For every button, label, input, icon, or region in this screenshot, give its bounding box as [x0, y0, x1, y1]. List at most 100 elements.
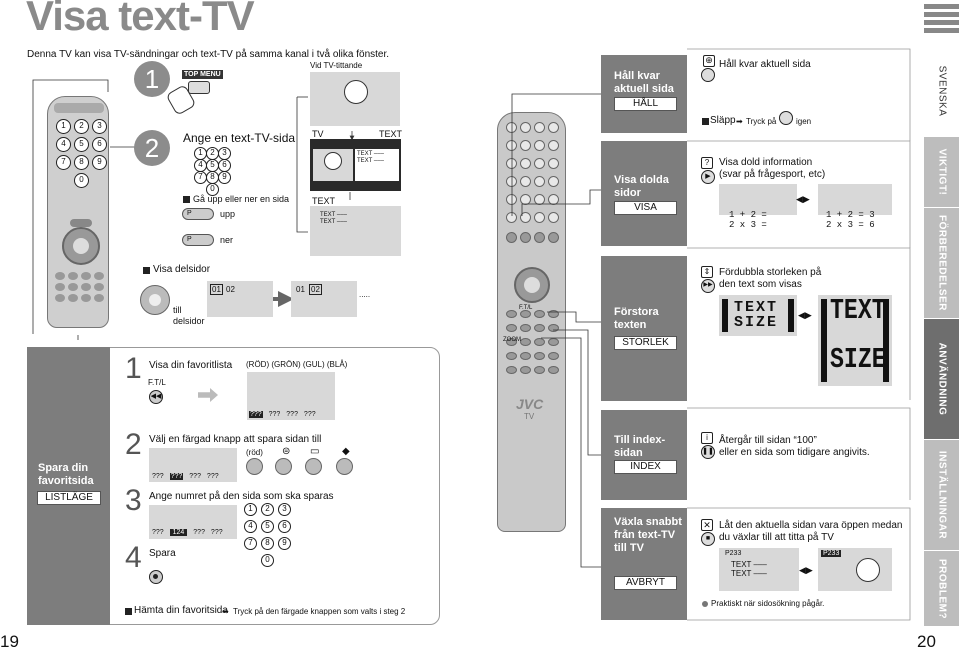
size-toggle-arrow: ◀▶	[798, 310, 812, 320]
feature-title-line: sidor	[614, 187, 641, 199]
remote-right-zoom: ZOOM	[503, 337, 521, 343]
tab-problem[interactable]: PROBLEM?	[924, 551, 959, 626]
hold-icon: ⊕	[703, 55, 715, 67]
size-text-1: Fördubbla storleken på	[719, 267, 822, 278]
remote-right-button	[534, 122, 545, 133]
size-large-screen: TEXT SIZE	[818, 295, 892, 386]
remote-right-button	[534, 140, 545, 151]
remote-right-button	[506, 324, 517, 332]
feature-title-line: från text-TV	[614, 529, 676, 541]
index-button-icon: ❚❚	[701, 445, 715, 459]
red-button	[246, 458, 263, 475]
feature-box-label: AVBRYT	[614, 576, 677, 590]
page-title: Visa text-TV	[26, 0, 255, 39]
remote-right-button	[506, 310, 517, 318]
quiz-hidden-screen: 1 + 2 =2 x 3 =	[719, 184, 797, 230]
feature-title-line: Visa dolda	[614, 174, 669, 186]
remote-right-button	[534, 194, 545, 205]
cancel-text-2: du växlar till att titta på TV	[719, 532, 834, 543]
remote-right-button	[520, 338, 531, 346]
remote-right-button	[506, 352, 517, 360]
remote-right-button	[548, 140, 559, 151]
feature-title-line: Håll kvar	[614, 70, 660, 82]
delsidor-label: delsidor	[173, 316, 205, 326]
remote-right-button	[520, 158, 531, 169]
hold-button-icon	[701, 68, 715, 82]
split-screen-text-half: TEXT –––TEXT –––	[355, 149, 399, 181]
remote-right-button	[506, 176, 517, 187]
cancel-screen-tv: P233	[818, 548, 892, 591]
subpage-1-next: 02	[226, 285, 235, 294]
key-9: 9	[218, 171, 231, 184]
intro-text: Denna TV kan visa TV-sändningar och text…	[27, 49, 390, 60]
ange-text-tv-sida: Ange en text-TV-sida	[183, 131, 296, 145]
header-stripes	[924, 4, 959, 40]
remote-right-button	[520, 324, 531, 332]
index-icon: i	[701, 432, 713, 444]
remote-right-button	[506, 366, 517, 374]
remote-right-button	[534, 212, 545, 223]
remote-key-6: 6	[92, 137, 107, 152]
key-0: 0	[261, 554, 274, 567]
release-button-icon	[779, 111, 793, 125]
tab-installningar[interactable]: INSTÄLLNINGAR	[924, 440, 959, 550]
remote-key-3: 3	[92, 119, 107, 134]
text-label-2: TEXT	[312, 196, 336, 206]
save-button-icon	[149, 570, 163, 584]
remote-key-5: 5	[74, 137, 89, 152]
spara-step1-text: Visa din favoritlista	[149, 360, 233, 371]
remote-key-9: 9	[92, 155, 107, 170]
subpage-dots: .....	[359, 290, 371, 299]
step3-screen-row: ??? 124 ??? ???	[152, 529, 223, 536]
remote-left-dpad	[62, 227, 100, 265]
subpage-screen-1	[207, 281, 273, 317]
remote-right-button	[506, 232, 517, 243]
top-menu-button	[188, 81, 210, 94]
feature-box-label: STORLEK	[614, 336, 677, 350]
key-9: 9	[278, 537, 291, 550]
feature-box-label: VISA	[614, 201, 677, 215]
remote-key-2: 2	[74, 119, 89, 134]
tab-forberedelser[interactable]: FÖRBEREDELSER	[924, 208, 959, 318]
subpage-2-current: 02	[309, 284, 322, 295]
spara-step4-num: 4	[125, 541, 142, 574]
step3-screen	[149, 505, 237, 539]
remote-key-1: 1	[56, 119, 71, 134]
spara-sidebar	[27, 347, 110, 625]
remote-right-button	[548, 122, 559, 133]
hamta-bullet	[125, 608, 132, 615]
visa-text-1: Visa dold information	[719, 157, 813, 168]
feature-title-line: till TV	[614, 542, 644, 554]
listlage-box: LISTLÄGE	[37, 491, 101, 505]
remote-right-button	[534, 352, 545, 360]
remote-key-4: 4	[56, 137, 71, 152]
remote-right-button	[520, 232, 531, 243]
cancel-toggle-arrow: ◀▶	[799, 565, 813, 575]
ga-upp-text: Gå upp eller ner en sida	[193, 194, 290, 204]
remote-right-dpad	[514, 267, 550, 303]
hamta-arrow-icon: ➡	[222, 607, 229, 616]
tab-anvandning[interactable]: ANVÄNDNING	[924, 319, 959, 439]
spara-step4-text: Spara	[149, 548, 176, 559]
subpage-screen-2	[291, 281, 357, 317]
remote-right-button	[534, 324, 545, 332]
ner-label: ner	[220, 235, 234, 245]
reveal-button-icon: ▶	[701, 170, 715, 184]
remote-right-button	[520, 310, 531, 318]
feature-box-label: INDEX	[614, 460, 677, 474]
split-screen-figure-icon	[324, 152, 342, 170]
key-2: 2	[261, 503, 274, 516]
tab-viktigt[interactable]: VIKTIGT!	[924, 137, 959, 207]
feature-title-line: Växla snabbt	[614, 516, 682, 528]
remote-right-button	[534, 310, 545, 318]
key-7: 7	[244, 537, 257, 550]
tab-svenska[interactable]: SVENSKA	[924, 46, 959, 136]
rod-label: (röd)	[246, 448, 263, 457]
remote-right-button	[534, 176, 545, 187]
remote-key-8: 8	[74, 155, 89, 170]
text-screen: TEXT –––TEXT –––	[310, 206, 401, 256]
